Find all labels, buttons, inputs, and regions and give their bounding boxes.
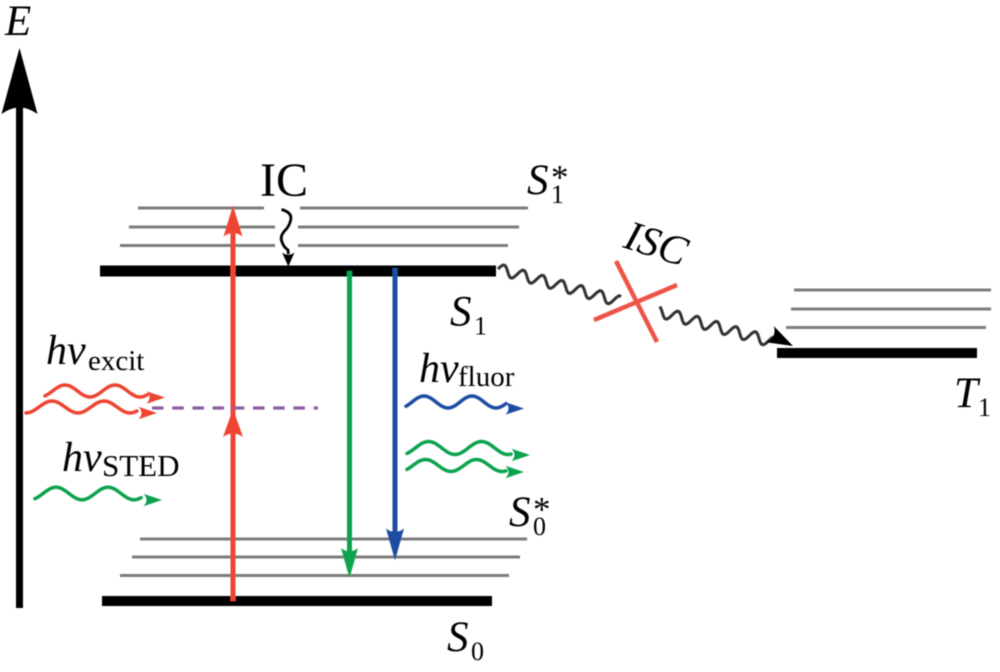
- svg-text:E: E: [4, 0, 31, 45]
- svg-text:0: 0: [471, 637, 484, 666]
- svg-text:*: *: [533, 490, 551, 529]
- svg-text:1: 1: [474, 312, 487, 341]
- svg-text:hν: hν: [62, 435, 102, 481]
- svg-text:S: S: [509, 489, 531, 536]
- svg-text:1: 1: [551, 180, 564, 209]
- svg-text:0: 0: [533, 512, 546, 541]
- svg-text:*: *: [551, 158, 569, 197]
- svg-text:S: S: [447, 614, 469, 661]
- svg-text:STED: STED: [102, 448, 180, 483]
- svg-text:S: S: [450, 289, 472, 336]
- svg-text:1: 1: [978, 393, 991, 422]
- svg-text:excit: excit: [88, 345, 144, 377]
- svg-text:IC: IC: [260, 154, 308, 207]
- svg-text:hν: hν: [419, 346, 459, 392]
- svg-text:hν: hν: [46, 328, 86, 374]
- svg-text:T: T: [954, 370, 981, 417]
- svg-text:S: S: [527, 157, 549, 204]
- svg-text:fluor: fluor: [458, 361, 515, 393]
